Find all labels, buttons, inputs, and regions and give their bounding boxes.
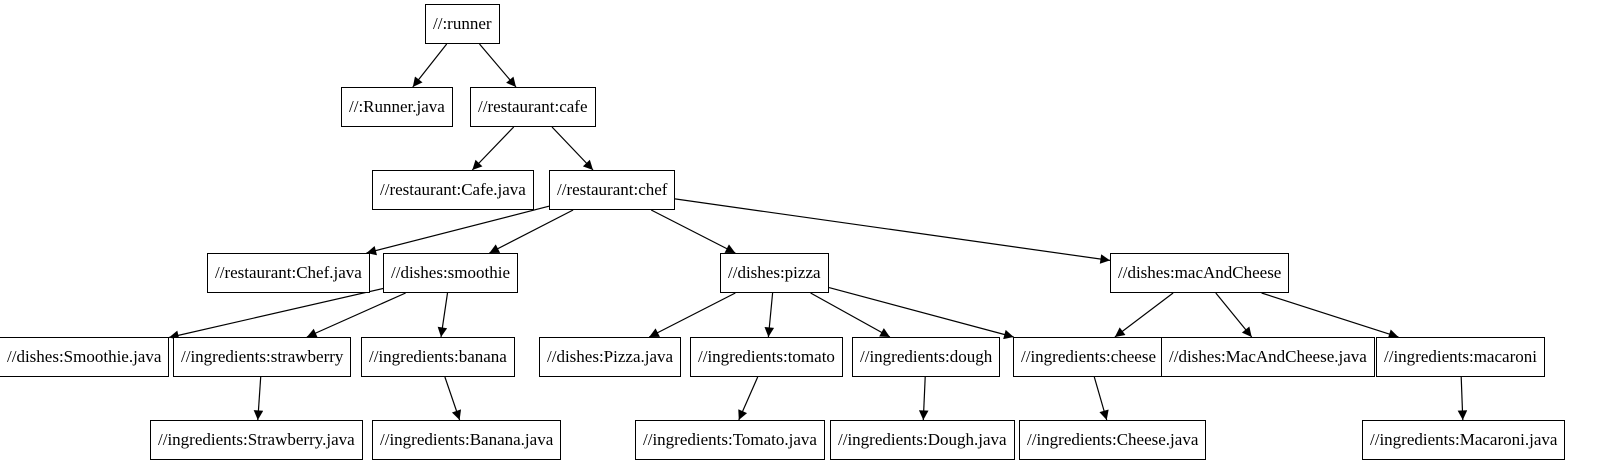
node-tomato_java: //ingredients:Tomato.java [635, 420, 825, 460]
edge-pizza-to-cheese [828, 287, 1014, 340]
edge-smoothie-to-smoothie_java [168, 287, 384, 341]
edge-group [168, 43, 1468, 421]
node-chef_java: //restaurant:Chef.java [207, 253, 370, 293]
node-tomato: //ingredients:tomato [690, 337, 843, 377]
edge-dough-to-dough_java [918, 376, 929, 421]
node-runner_java: //:Runner.java [341, 87, 453, 127]
edge-chef-to-pizza [650, 209, 736, 254]
edge-pizza-to-dough [810, 292, 891, 338]
node-dough: //ingredients:dough [852, 337, 1001, 377]
edge-mac_and_cheese-to-macaroni [1261, 292, 1399, 339]
edge-mac_and_cheese-to-cheese [1114, 292, 1174, 338]
node-macaroni_java: //ingredients:Macaroni.java [1362, 420, 1566, 460]
node-pizza_java: //dishes:Pizza.java [539, 337, 682, 377]
node-cheese: //ingredients:cheese [1013, 337, 1165, 377]
edge-banana-to-banana_java [444, 376, 462, 421]
edge-runner-to-cafe [479, 43, 517, 88]
node-cheese_java: //ingredients:Cheese.java [1019, 420, 1207, 460]
edge-pizza-to-pizza_java [648, 292, 736, 338]
node-smoothie_java: //dishes:Smoothie.java [0, 337, 170, 377]
node-strawberry: //ingredients:strawberry [173, 337, 352, 377]
node-macaroni: //ingredients:macaroni [1376, 337, 1545, 377]
edge-macaroni-to-macaroni_java [1457, 376, 1468, 421]
node-mac_and_cheese_java: //dishes:MacAndCheese.java [1161, 337, 1375, 377]
node-chef: //restaurant:chef [549, 170, 676, 210]
node-strawberry_java: //ingredients:Strawberry.java [150, 420, 363, 460]
edge-tomato-to-tomato_java [738, 376, 759, 421]
node-runner: //:runner [425, 4, 500, 44]
node-mac_and_cheese: //dishes:macAndCheese [1110, 253, 1290, 293]
edge-chef-to-smoothie [489, 209, 574, 254]
node-cafe: //restaurant:cafe [470, 87, 596, 127]
edge-chef-to-mac_and_cheese [674, 198, 1111, 264]
node-banana: //ingredients:banana [361, 337, 515, 377]
edge-mac_and_cheese-to-mac_and_cheese_java [1215, 292, 1253, 338]
edge-pizza-to-tomato [764, 292, 775, 338]
edge-smoothie-to-strawberry [306, 292, 406, 338]
edge-chef-to-chef_java [366, 205, 550, 256]
node-smoothie: //dishes:smoothie [383, 253, 518, 293]
edge-cheese-to-cheese_java [1093, 376, 1109, 421]
node-dough_java: //ingredients:Dough.java [830, 420, 1015, 460]
edge-strawberry-to-strawberry_java [253, 376, 264, 421]
edge-cafe-to-chef [551, 126, 594, 171]
edge-smoothie-to-banana [437, 292, 449, 338]
node-pizza: //dishes:pizza [720, 253, 829, 293]
edge-cafe-to-cafe_java [471, 126, 515, 171]
node-cafe_java: //restaurant:Cafe.java [372, 170, 534, 210]
edge-runner-to-runner_java [412, 43, 448, 88]
node-banana_java: //ingredients:Banana.java [372, 420, 562, 460]
